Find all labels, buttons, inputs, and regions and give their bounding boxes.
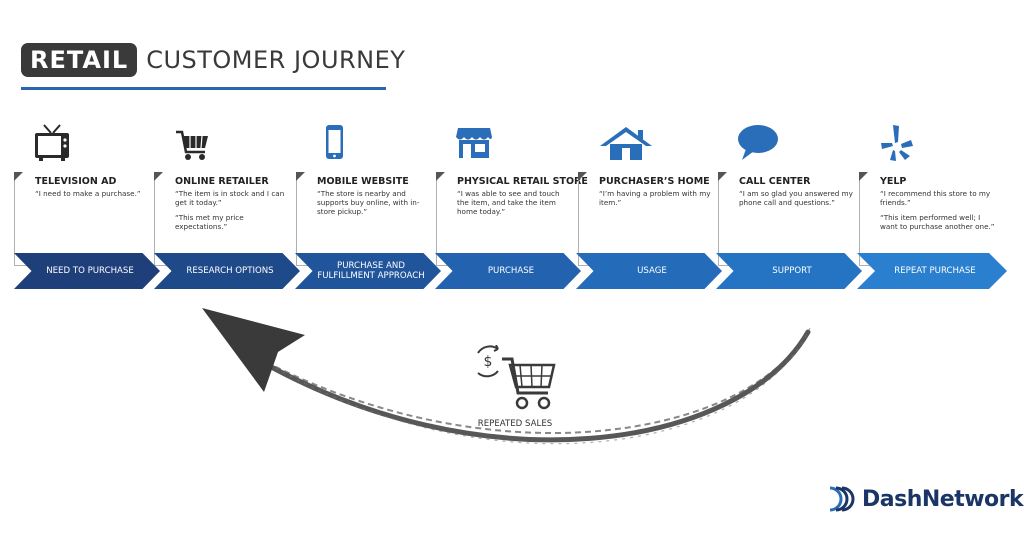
stage-name: PHYSICAL RETAIL STORE: [457, 176, 588, 187]
phase-research-options: RESEARCH OPTIONS: [154, 253, 300, 289]
page-title: RETAIL CUSTOMER JOURNEY: [21, 43, 405, 77]
phase-usage: USAGE: [576, 253, 722, 289]
stage-box: PURCHASER’S HOME “I’m having a problem w…: [578, 172, 715, 266]
phase-purchase: PURCHASE: [435, 253, 581, 289]
house-icon: [600, 127, 652, 160]
stage-box: PHYSICAL RETAIL STORE “I was able to see…: [436, 172, 588, 266]
stage-name: MOBILE WEBSITE: [317, 176, 409, 187]
stage-mobile-website: MOBILE WEBSITE “The store is nearby and …: [296, 115, 438, 295]
stage-physical-retail-store: PHYSICAL RETAIL STORE “I was able to see…: [436, 115, 588, 295]
svg-text:$: $: [484, 354, 493, 370]
stage-quote: “The item is in stock and I can get it t…: [175, 189, 285, 231]
title-rest: CUSTOMER JOURNEY: [146, 46, 406, 74]
shopping-cart-icon: [176, 130, 208, 160]
mobile-phone-icon: [326, 125, 343, 159]
logo-text: DashNetwork: [862, 486, 1024, 512]
stage-box: ONLINE RETAILER “The item is in stock an…: [154, 172, 291, 266]
stage-quote: “I was able to see and touch the item, a…: [457, 189, 560, 216]
repeated-sales-label: REPEATED SALES: [477, 419, 553, 429]
dashnetwork-logo: DashNetwork: [826, 484, 1024, 514]
stage-box: CALL CENTER “I am so glad you answered m…: [718, 172, 855, 266]
storefront-icon: [456, 128, 492, 158]
phase-purchase-and-fulfillment: PURCHASE AND FULFILLMENT APPROACH: [295, 253, 441, 289]
stage-quote: “I recommend this store to my friends.” …: [880, 189, 995, 231]
title-underline: [21, 87, 386, 90]
title-highlight: RETAIL: [21, 43, 138, 77]
speech-bubble-icon: [738, 125, 778, 160]
stage-name: YELP: [880, 176, 907, 187]
yelp-icon: [881, 125, 913, 161]
stage-quote: “The store is nearby and supports buy on…: [317, 189, 420, 216]
stage-box: TELEVISION AD “I need to make a purchase…: [14, 172, 151, 266]
stage-quote: “I’m having a problem with my item.”: [599, 189, 711, 207]
tv-icon: [35, 124, 69, 161]
stage-name: PURCHASER’S HOME: [599, 176, 710, 187]
dashnetwork-logo-icon: [829, 486, 855, 512]
stage-name: CALL CENTER: [739, 176, 811, 187]
repeat-cycle-arrow: [202, 308, 811, 445]
stage-television-ad: TELEVISION AD “I need to make a purchase…: [14, 115, 156, 295]
cart-refresh-dollar-icon: $: [477, 345, 556, 410]
stage-box: MOBILE WEBSITE “The store is nearby and …: [296, 172, 433, 266]
stage-name: ONLINE RETAILER: [175, 176, 269, 187]
phase-repeat-purchase: REPEAT PURCHASE: [857, 253, 1007, 289]
phase-support: SUPPORT: [716, 253, 862, 289]
stage-call-center: CALL CENTER “I am so glad you answered m…: [718, 115, 860, 295]
phase-need-to-purchase: NEED TO PURCHASE: [14, 253, 160, 289]
stage-box: YELP “I recommend this store to my frien…: [859, 172, 996, 266]
stage-quote: “I am so glad you answered my phone call…: [739, 189, 853, 207]
stage-quote: “I need to make a purchase.”: [35, 189, 141, 198]
stage-name: TELEVISION AD: [35, 176, 117, 187]
